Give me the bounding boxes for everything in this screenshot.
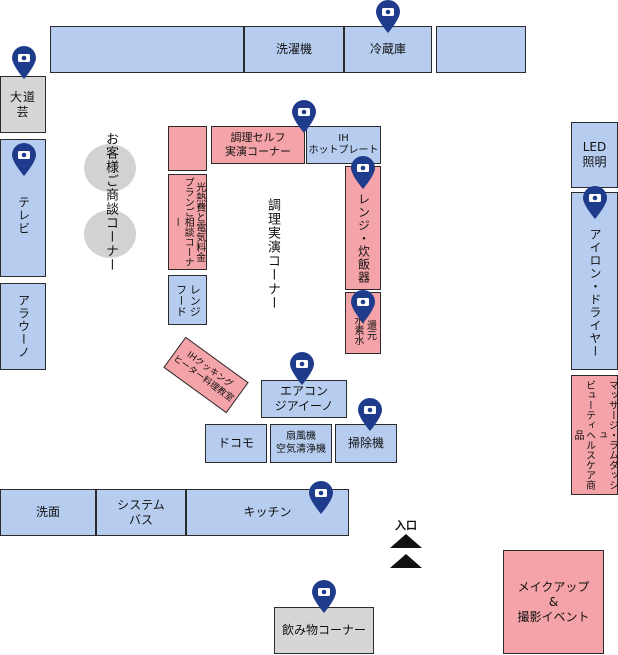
zone-range-hood[interactable]: レンジ フード [168, 275, 207, 325]
camera-pin-icon [583, 186, 607, 219]
camera-pin-icon [312, 580, 336, 613]
plan-consult-label: プランご相談コーナー [170, 177, 194, 267]
camera-pin-icon [290, 352, 314, 385]
zone-cooking-small[interactable] [168, 126, 207, 171]
zone-fan-purifier[interactable]: 扇風機 空気清浄機 [270, 424, 332, 463]
camera-pin-icon [358, 398, 382, 431]
zone-docomo[interactable]: ドコモ [205, 424, 267, 463]
camera-pin-icon [309, 481, 333, 514]
consult-circle-2 [84, 210, 136, 258]
zone-system-bath[interactable]: システム バス [96, 489, 186, 536]
light-heat-label: 光熱費と電気料金 [193, 182, 205, 262]
camera-pin-icon [351, 290, 375, 323]
daidougei-label: 大道芸 [9, 89, 36, 119]
camera-pin-icon [376, 0, 400, 33]
beauty-label: ビューティヘルスケア商品 [572, 380, 595, 490]
zone-cooking-self[interactable]: 調理セルフ 実演コーナー [211, 126, 305, 164]
massage-label: マッサージ・ラムダッシュ [595, 380, 618, 490]
zone-refrigerator[interactable]: 冷蔵庫 [344, 26, 432, 73]
zone-tv[interactable]: テレビ [0, 139, 46, 277]
zone-top-right[interactable] [436, 26, 526, 73]
camera-pin-icon [351, 156, 375, 189]
camera-pin-icon [292, 100, 316, 133]
zone-plan-consult[interactable]: プランご相談コーナー 光熱費と電気料金 [168, 174, 207, 270]
consult-circle-1 [84, 144, 136, 192]
zone-washroom[interactable]: 洗面 [0, 489, 96, 536]
entrance-label: 入口 [395, 519, 417, 532]
zone-makeup[interactable]: メイクアップ & 撮影イベント [503, 550, 604, 654]
zone-top-left[interactable] [50, 26, 244, 73]
zone-drinks[interactable]: 飲み物コーナー [274, 607, 374, 654]
camera-pin-icon [12, 46, 36, 79]
zone-washing-machine[interactable]: 洗濯機 [244, 26, 344, 73]
cooking-demo-label: 調理実演コーナー [265, 198, 280, 310]
zone-vacuum[interactable]: 掃除機 [335, 424, 397, 463]
zone-ih-cooking[interactable]: IHクッキング ヒーター料理教室 [163, 336, 249, 414]
zone-led-light[interactable]: LED 照明 [571, 122, 618, 188]
zone-daidougei[interactable]: 大道芸 [0, 76, 46, 133]
customer-consult-label: お客様ご商談コーナー [103, 132, 118, 272]
zone-beauty[interactable]: ビューティヘルスケア商品 マッサージ・ラムダッシュ [571, 375, 618, 495]
camera-pin-icon [12, 143, 36, 176]
entrance-arrow-icon [390, 534, 422, 568]
zone-iron-dryer[interactable]: アイロン・ドライヤー [571, 192, 618, 370]
zone-arauno[interactable]: アラウーノ [0, 283, 46, 370]
zone-range-rice[interactable]: レンジ・炊飯器 [345, 166, 381, 290]
